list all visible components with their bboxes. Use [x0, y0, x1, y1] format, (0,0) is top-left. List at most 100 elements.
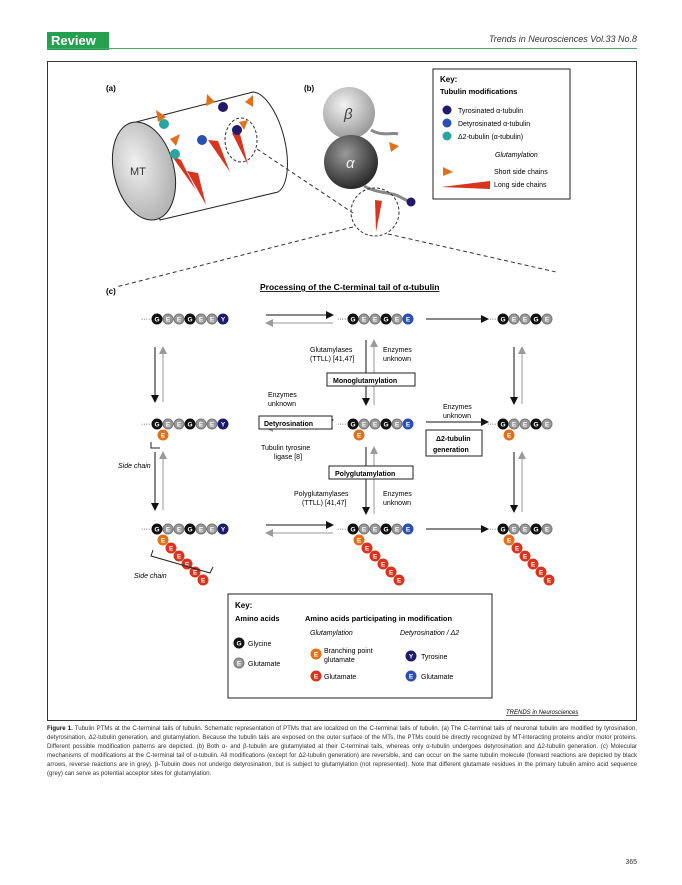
label-enzymes-4: Enzymes	[383, 491, 412, 498]
branching-glutamate: E	[157, 534, 169, 546]
key-amino-acids: Key: Amino acids Amino acids participati…	[227, 593, 493, 699]
key-glycine-dot: G	[233, 637, 245, 649]
residue-glutamate: E	[173, 418, 185, 430]
svg-text:E: E	[177, 422, 182, 429]
svg-text:G: G	[187, 422, 192, 429]
side-glutamate: E	[543, 574, 555, 586]
svg-text:E: E	[395, 527, 400, 534]
svg-text:E: E	[210, 317, 215, 324]
chain-ellipsis: ····	[337, 421, 346, 428]
residue-glutamate: E	[391, 418, 403, 430]
key1-detyr: Detyrosinated α-tubulin	[458, 121, 530, 128]
residue-glycine: G	[380, 313, 392, 325]
caption-label: Figure 1.	[47, 725, 73, 732]
residue-glycine: G	[497, 523, 509, 535]
zoom-line	[256, 148, 354, 214]
key-glutamate-dot: E	[233, 657, 245, 669]
svg-text:E: E	[523, 527, 528, 534]
zoom-line	[115, 226, 354, 288]
svg-text:E: E	[406, 527, 411, 534]
svg-text:E: E	[406, 422, 411, 429]
svg-text:E: E	[539, 570, 544, 577]
residue-glycine: G	[184, 418, 196, 430]
svg-text:E: E	[199, 422, 204, 429]
key2-glutamylation: Glutamylation	[310, 630, 353, 637]
figure-illustration: (a) (b) (c) MT β α	[106, 68, 578, 716]
page-number: 365	[625, 859, 637, 866]
side-glutamate: E	[535, 566, 547, 578]
panel-c-label: (c)	[106, 287, 116, 296]
residue-glutamate-blue: E	[402, 523, 414, 535]
key2-glutamate-blue: Glutamate	[421, 674, 453, 681]
svg-text:G: G	[533, 527, 538, 534]
side-glutamate: E	[511, 542, 523, 554]
label-enzymes-2: Enzymes	[268, 392, 297, 399]
label-unknown-1: unknown	[383, 356, 411, 363]
key2-title: Key:	[235, 601, 252, 610]
residue-glycine: G	[530, 313, 542, 325]
branching-glutamate: E	[353, 429, 365, 441]
residue-glycine: G	[151, 418, 163, 430]
svg-text:E: E	[515, 546, 520, 553]
key2-branching-1: Branching point	[324, 648, 373, 655]
branching-glutamate: E	[157, 429, 169, 441]
svg-text:E: E	[161, 538, 166, 545]
residue-glutamate: E	[519, 523, 531, 535]
svg-text:E: E	[237, 661, 242, 668]
label-polyglutamylation: Polyglutamylation	[335, 471, 395, 478]
residue-glycine: G	[347, 313, 359, 325]
svg-text:E: E	[362, 317, 367, 324]
branching-glutamate: E	[503, 534, 515, 546]
svg-text:E: E	[507, 538, 512, 545]
residue-glutamate: E	[162, 523, 174, 535]
chain-ellipsis: ····	[337, 316, 346, 323]
svg-text:E: E	[210, 527, 215, 534]
side-glutamate: E	[173, 550, 185, 562]
svg-text:G: G	[154, 317, 159, 324]
side-glutamate: E	[385, 566, 397, 578]
label-ttl-1: Tubulin tyrosine	[261, 445, 310, 452]
residue-glutamate: E	[206, 418, 218, 430]
label-unknown-4: unknown	[383, 500, 411, 507]
svg-text:E: E	[531, 562, 536, 569]
residue-glycine: G	[497, 418, 509, 430]
key2-glutamate: Glutamate	[248, 661, 280, 668]
key2-glu-mod: Glutamate	[324, 674, 356, 681]
side-glutamate: E	[377, 558, 389, 570]
residue-glutamate: E	[206, 523, 218, 535]
svg-text:E: E	[397, 578, 402, 585]
chain-ellipsis: ····	[337, 526, 346, 533]
svg-text:E: E	[547, 578, 552, 585]
svg-text:E: E	[523, 422, 528, 429]
svg-text:E: E	[161, 433, 166, 440]
side-glutamate: E	[369, 550, 381, 562]
key1-tyr: Tyrosinated α-tubulin	[458, 108, 523, 115]
svg-text:E: E	[381, 562, 386, 569]
key-glutamate-red-dot: E	[310, 670, 322, 682]
residue-glutamate: E	[541, 523, 553, 535]
residue-glycine: G	[380, 418, 392, 430]
side-glutamate: E	[519, 550, 531, 562]
svg-text:G: G	[500, 422, 505, 429]
key2-branching-2: glutamate	[324, 657, 355, 664]
label-d2gen-2: generation	[433, 447, 469, 454]
detyr-dot	[197, 135, 207, 145]
residue-glutamate: E	[173, 523, 185, 535]
svg-text:E: E	[545, 422, 550, 429]
enzyme-labels: Glutamylases (TTLL) [41,47] Enzymes unkn…	[118, 347, 483, 580]
side-glutamate: E	[393, 574, 405, 586]
residue-glycine: G	[380, 523, 392, 535]
svg-text:E: E	[199, 317, 204, 324]
label-ttl-2: ligase [8]	[274, 454, 302, 461]
key1-short: Short side chains	[494, 169, 548, 176]
svg-text:E: E	[177, 527, 182, 534]
residue-glutamate: E	[508, 418, 520, 430]
label-d2gen-1: Δ2-tubulin	[436, 436, 471, 443]
svg-text:E: E	[314, 652, 319, 659]
residue-glycine: G	[184, 523, 196, 535]
residue-glutamate: E	[173, 313, 185, 325]
label-ttll-a: (TTLL) [41,47]	[310, 356, 354, 363]
svg-text:E: E	[357, 433, 362, 440]
residue-glycine: G	[151, 523, 163, 535]
svg-text:E: E	[512, 317, 517, 324]
